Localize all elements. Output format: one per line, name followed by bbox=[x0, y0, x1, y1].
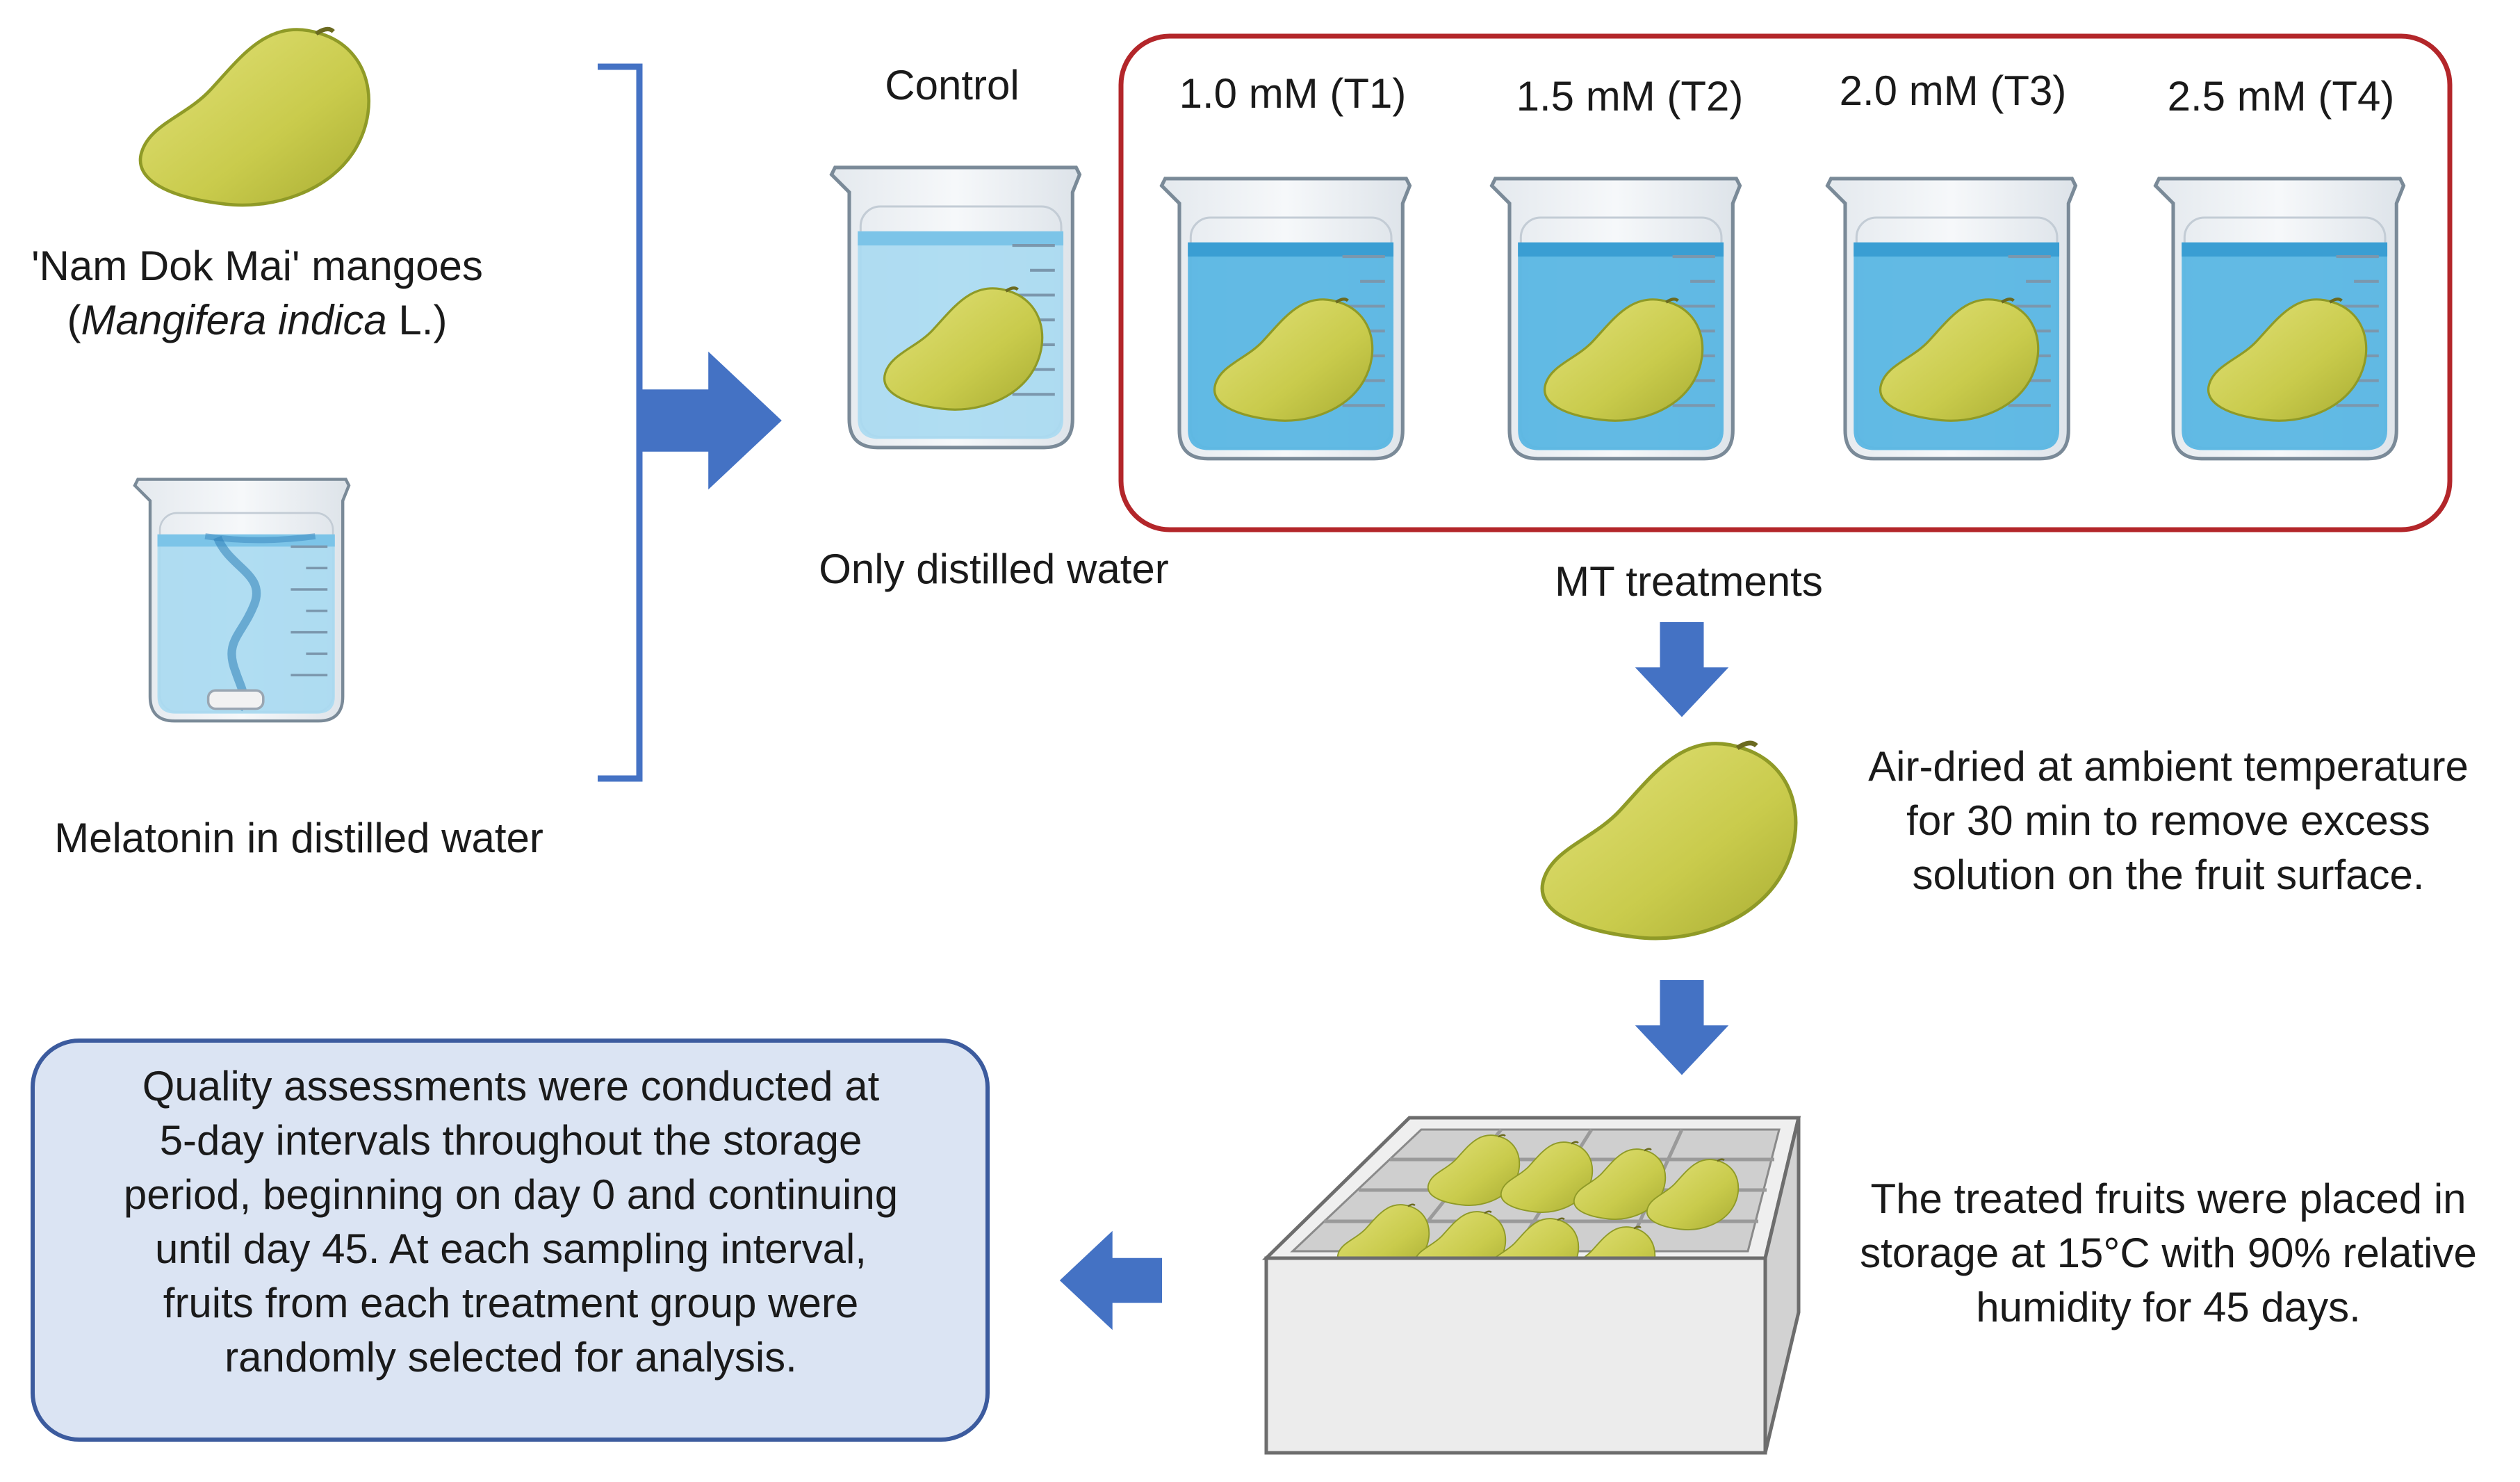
treatment-label-t3: 2.0 mM (T3) bbox=[1839, 67, 2067, 114]
treatment-frame bbox=[1118, 33, 2453, 532]
treatment-beaker-t3-icon bbox=[1828, 179, 2076, 459]
grouping-bracket bbox=[598, 63, 643, 782]
mango-label: 'Nam Dok Mai' mangoes (Mangifera indica … bbox=[7, 239, 507, 348]
mango-icon bbox=[140, 29, 369, 205]
treatment-label-t2: 1.5 mM (T2) bbox=[1516, 73, 1744, 120]
treatment-beaker-t1-icon bbox=[1162, 179, 1410, 459]
treatments-caption: MT treatments bbox=[1555, 558, 1823, 605]
drying-description: Air-dried at ambient temperature for 30 … bbox=[1868, 743, 2469, 898]
assessment-box bbox=[31, 1039, 990, 1442]
arrow-icon bbox=[1059, 1230, 1162, 1330]
storage-description: The treated fruits were placed in storag… bbox=[1860, 1175, 2477, 1330]
mango-label-line1: 'Nam Dok Mai' mangoes bbox=[31, 243, 483, 289]
treatment-label-t4: 2.5 mM (T4) bbox=[2167, 73, 2395, 120]
species-name: Mangifera indica bbox=[81, 297, 387, 343]
storage-crate-icon bbox=[1261, 1116, 1801, 1455]
treatment-label-t1: 1.0 mM (T1) bbox=[1179, 70, 1407, 117]
treatment-beaker-t2-icon bbox=[1492, 179, 1740, 459]
mango-icon bbox=[1542, 743, 1796, 938]
arrow-icon bbox=[639, 351, 782, 490]
arrow-icon bbox=[1635, 622, 1729, 717]
melatonin-label: Melatonin in distilled water bbox=[54, 815, 543, 861]
treatment-beaker-t4-icon bbox=[2156, 179, 2404, 459]
control-title: Control bbox=[885, 62, 1020, 108]
control-beaker-icon bbox=[832, 168, 1080, 448]
arrow-icon bbox=[1635, 980, 1729, 1075]
mango-label-line2: (Mangifera indica L.) bbox=[67, 297, 448, 343]
control-caption: Only distilled water bbox=[819, 546, 1169, 592]
melatonin-beaker-icon bbox=[135, 480, 349, 722]
assessment-description: Quality assessments were conducted at 5-… bbox=[123, 1063, 899, 1381]
